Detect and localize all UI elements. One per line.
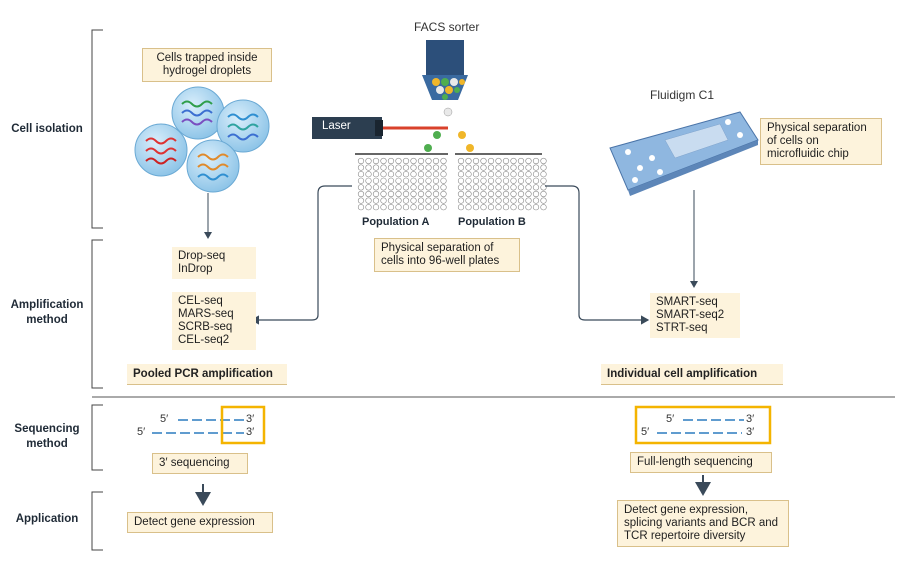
method-indrop: InDrop xyxy=(178,263,213,275)
bracket-application xyxy=(91,491,103,551)
bracket-cell-isolation xyxy=(91,29,103,229)
sorted-cells-stream xyxy=(424,131,474,152)
right-application-label: Detect gene expression, splicing variant… xyxy=(617,500,789,547)
facs-sorter-nozzle xyxy=(422,40,468,117)
right-five-prime-top: 5′ xyxy=(666,413,675,425)
row-label-application: Application xyxy=(15,513,79,525)
plates-label: Physical separation of cells into 96-wel… xyxy=(374,238,520,272)
right-three-prime-bottom: 3′ xyxy=(746,426,755,438)
plate-b-arrow xyxy=(545,185,650,325)
left-three-prime-bottom: 3′ xyxy=(246,426,255,438)
method-smart-seq2: SMART-seq2 xyxy=(656,309,725,321)
droplet-methods-list: Drop-seq InDrop xyxy=(172,247,256,279)
left-five-prime-bottom: 5′ xyxy=(137,426,146,438)
plate-a-arrow xyxy=(250,185,352,325)
right-three-prime-top: 3′ xyxy=(746,413,755,425)
fluidigm-chip-illustration xyxy=(609,111,759,196)
facs-sorter-label: FACS sorter xyxy=(414,20,480,34)
method-scrb-seq: SCRB-seq xyxy=(178,321,233,333)
method-cel-seq2: CEL-seq2 xyxy=(178,334,230,346)
individual-amplification-label: Individual cell amplification xyxy=(601,364,783,385)
left-three-prime-top: 3′ xyxy=(246,413,255,425)
method-smart-seq: SMART-seq xyxy=(656,296,718,308)
bracket-amplification xyxy=(91,239,103,389)
left-application-label: Detect gene expression xyxy=(127,512,273,533)
three-prime-sequencing-label: 3′ sequencing xyxy=(152,453,248,474)
chip-label: Physical separation of cells on microflu… xyxy=(760,118,882,165)
row-label-cell-isolation: Cell isolation xyxy=(11,123,83,135)
method-drop-seq: Drop-seq xyxy=(178,250,226,262)
method-mars-seq: MARS-seq xyxy=(178,308,234,320)
hydrogel-droplets-illustration xyxy=(134,86,270,193)
population-b-label: Population B xyxy=(458,216,526,228)
individual-methods-list: SMART-seq SMART-seq2 STRT-seq xyxy=(650,293,740,338)
method-strt-seq: STRT-seq xyxy=(656,322,708,334)
full-length-sequencing-label: Full-length sequencing xyxy=(630,452,772,473)
laser-label: Laser xyxy=(322,120,351,132)
pooled-pcr-label: Pooled PCR amplification xyxy=(127,364,287,385)
bracket-sequencing xyxy=(91,404,103,471)
full-length-sequencing-illustration xyxy=(634,405,772,445)
row-label-sequencing: Sequencing method xyxy=(14,423,80,450)
left-five-prime-top: 5′ xyxy=(160,413,169,425)
plate-population-a xyxy=(357,157,447,211)
row-label-amplification: Amplification method xyxy=(10,299,84,326)
population-a-label: Population A xyxy=(362,216,430,228)
droplets-label: Cells trapped inside hydrogel droplets xyxy=(142,48,272,82)
plate-methods-list: CEL-seq MARS-seq SCRB-seq CEL-seq2 xyxy=(172,292,256,350)
fluidigm-label: Fluidigm C1 xyxy=(650,88,715,102)
three-prime-sequencing-illustration xyxy=(152,405,266,445)
laser-device xyxy=(312,117,448,139)
plate-population-b xyxy=(457,157,547,211)
right-five-prime-bottom: 5′ xyxy=(641,426,650,438)
method-cel-seq: CEL-seq xyxy=(178,295,223,307)
